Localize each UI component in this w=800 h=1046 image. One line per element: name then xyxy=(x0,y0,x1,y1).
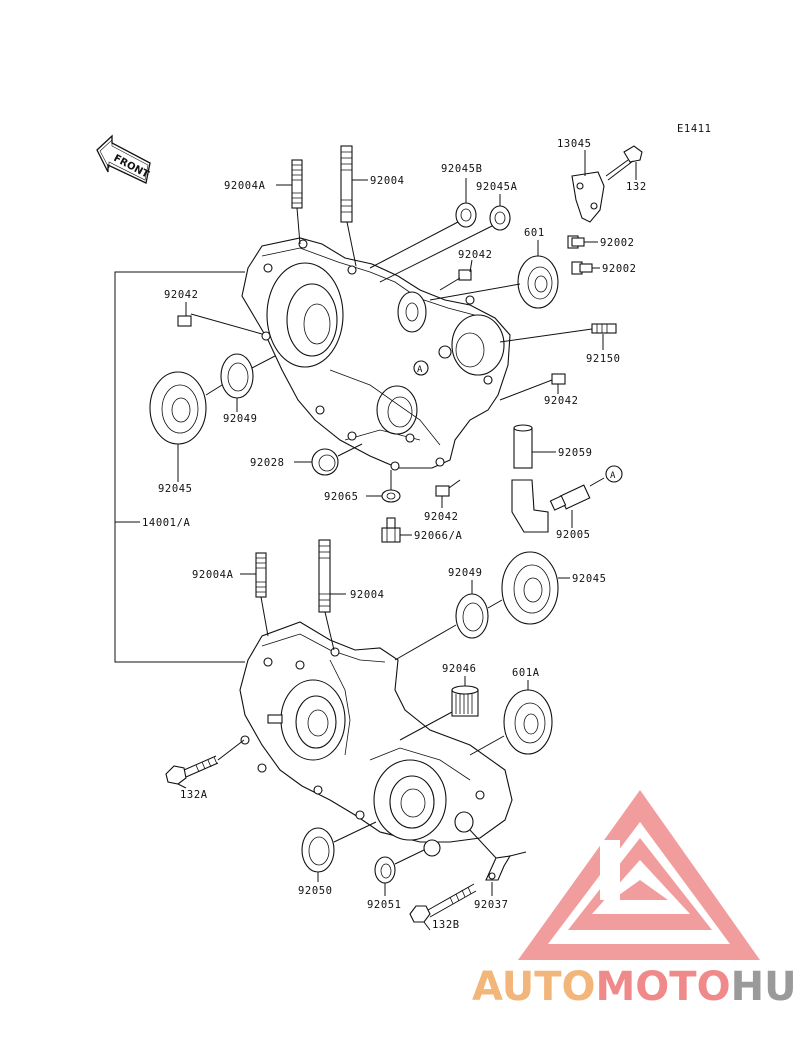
fitting-92005 xyxy=(549,484,591,511)
label-92150: 92150 xyxy=(586,353,621,365)
seal-92049-top xyxy=(220,353,254,399)
label-92051: 92051 xyxy=(367,899,402,911)
label-92046: 92046 xyxy=(442,663,477,675)
label-92004a-top: 92004A xyxy=(224,180,266,192)
label-92066a: 92066/A xyxy=(414,530,463,542)
label-92002-a: 92002 xyxy=(600,237,635,249)
label-92042-top: 92042 xyxy=(458,249,493,261)
bearing-92045-left xyxy=(149,371,207,445)
label-92045a: 92045A xyxy=(476,181,518,193)
automotohub-logo xyxy=(518,790,760,960)
label-92049-top: 92049 xyxy=(223,413,258,425)
svg-text:A: A xyxy=(417,365,423,375)
stud-92150 xyxy=(591,323,617,334)
bracket-13045 xyxy=(571,171,605,223)
dowel-92042-bot xyxy=(435,485,450,497)
seal-92049-bottom xyxy=(455,593,489,639)
stud-92004-top xyxy=(340,145,357,267)
bearing-92045b xyxy=(455,202,477,228)
bearing-601 xyxy=(517,255,559,309)
bearing-92045-bottom xyxy=(501,551,559,625)
needle-bearing-92046 xyxy=(451,685,479,717)
tube-92059 xyxy=(511,424,549,533)
watermark-text: AUTOMOTOHUB xyxy=(472,964,800,1010)
bearing-601a xyxy=(503,689,553,755)
stud-92004a-bottom xyxy=(255,552,269,637)
label-132b: 132B xyxy=(432,919,460,931)
bolt-132 xyxy=(605,145,643,181)
label-92004-bottom: 92004 xyxy=(350,589,385,601)
collar-92028 xyxy=(311,448,339,476)
label-92037: 92037 xyxy=(474,899,509,911)
seal-92051 xyxy=(374,856,396,884)
screw-92002-b xyxy=(571,261,593,275)
label-92065: 92065 xyxy=(324,491,359,503)
label-92042-bot: 92042 xyxy=(424,511,459,523)
label-132: 132 xyxy=(626,181,647,193)
label-92049-bottom: 92049 xyxy=(448,567,483,579)
label-92004a-bottom: 92004A xyxy=(192,569,234,581)
svg-text:A: A xyxy=(610,471,616,481)
washer-92065 xyxy=(381,489,401,503)
label-92004-top: 92004 xyxy=(370,175,405,187)
stud-92004-bottom xyxy=(318,539,335,651)
label-92042-left: 92042 xyxy=(164,289,199,301)
seal-92050 xyxy=(301,827,335,873)
stud-92004a-top xyxy=(291,159,303,245)
ref-marker-a-upper xyxy=(413,360,429,376)
label-13045: 13045 xyxy=(557,138,592,150)
label-92028: 92028 xyxy=(250,457,285,469)
label-92050: 92050 xyxy=(298,885,333,897)
label-92042-mid: 92042 xyxy=(544,395,579,407)
bolt-132a xyxy=(165,755,219,785)
label-92005: 92005 xyxy=(556,529,591,541)
label-92002-b: 92002 xyxy=(602,263,637,275)
ref-marker-a-lower xyxy=(605,465,623,483)
dowel-92042-mid xyxy=(551,373,566,385)
label-601: 601 xyxy=(524,227,545,239)
upper-crankcase: A xyxy=(241,237,511,471)
dowel-92042-top xyxy=(458,269,472,281)
label-92045-bottom: 92045 xyxy=(572,573,607,585)
label-132a: 132A xyxy=(180,789,208,801)
clamp-92037 xyxy=(485,855,512,881)
label-92045-left: 92045 xyxy=(158,483,193,495)
label-92045b: 92045B xyxy=(441,163,483,175)
plug-92066a xyxy=(381,517,401,543)
label-92059: 92059 xyxy=(558,447,593,459)
label-14001a: 14001/A xyxy=(142,517,191,529)
diagram-code: E1411 xyxy=(677,123,712,135)
label-601a: 601A xyxy=(512,667,540,679)
screw-92002-a xyxy=(567,235,585,249)
bolt-132b xyxy=(409,883,477,923)
dowel-92042-left xyxy=(177,315,192,327)
lower-crankcase xyxy=(239,621,513,857)
bearing-92045a xyxy=(489,205,511,231)
front-arrow-icon: FRONT xyxy=(96,134,151,184)
